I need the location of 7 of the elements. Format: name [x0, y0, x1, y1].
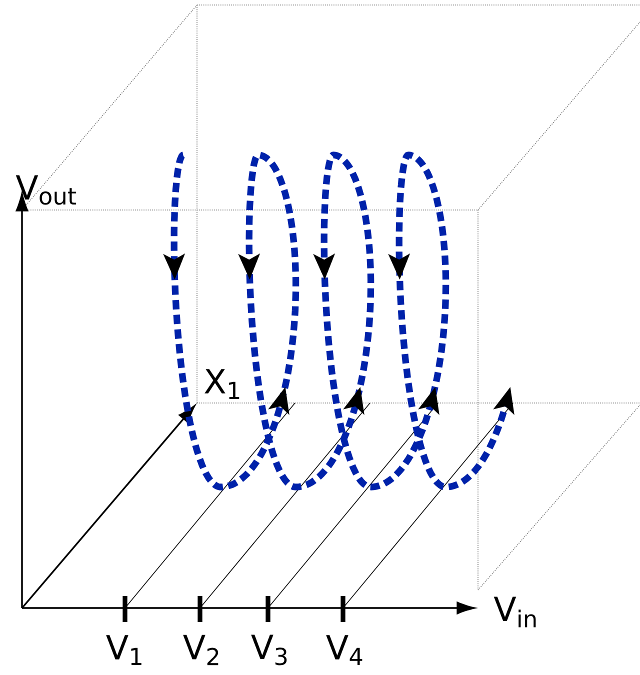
- axis-label: V$_{in}$: [494, 596, 536, 628]
- tick-label: V$_{4}$: [326, 635, 362, 665]
- axis-label: V$_{out}$: [16, 175, 76, 205]
- tick-label: V$_{3}$: [251, 634, 287, 666]
- tick-label: V$_{1}$: [106, 635, 142, 665]
- axis-label: X$_{1}$: [204, 369, 240, 399]
- tick-label: V$_{2}$: [183, 634, 218, 666]
